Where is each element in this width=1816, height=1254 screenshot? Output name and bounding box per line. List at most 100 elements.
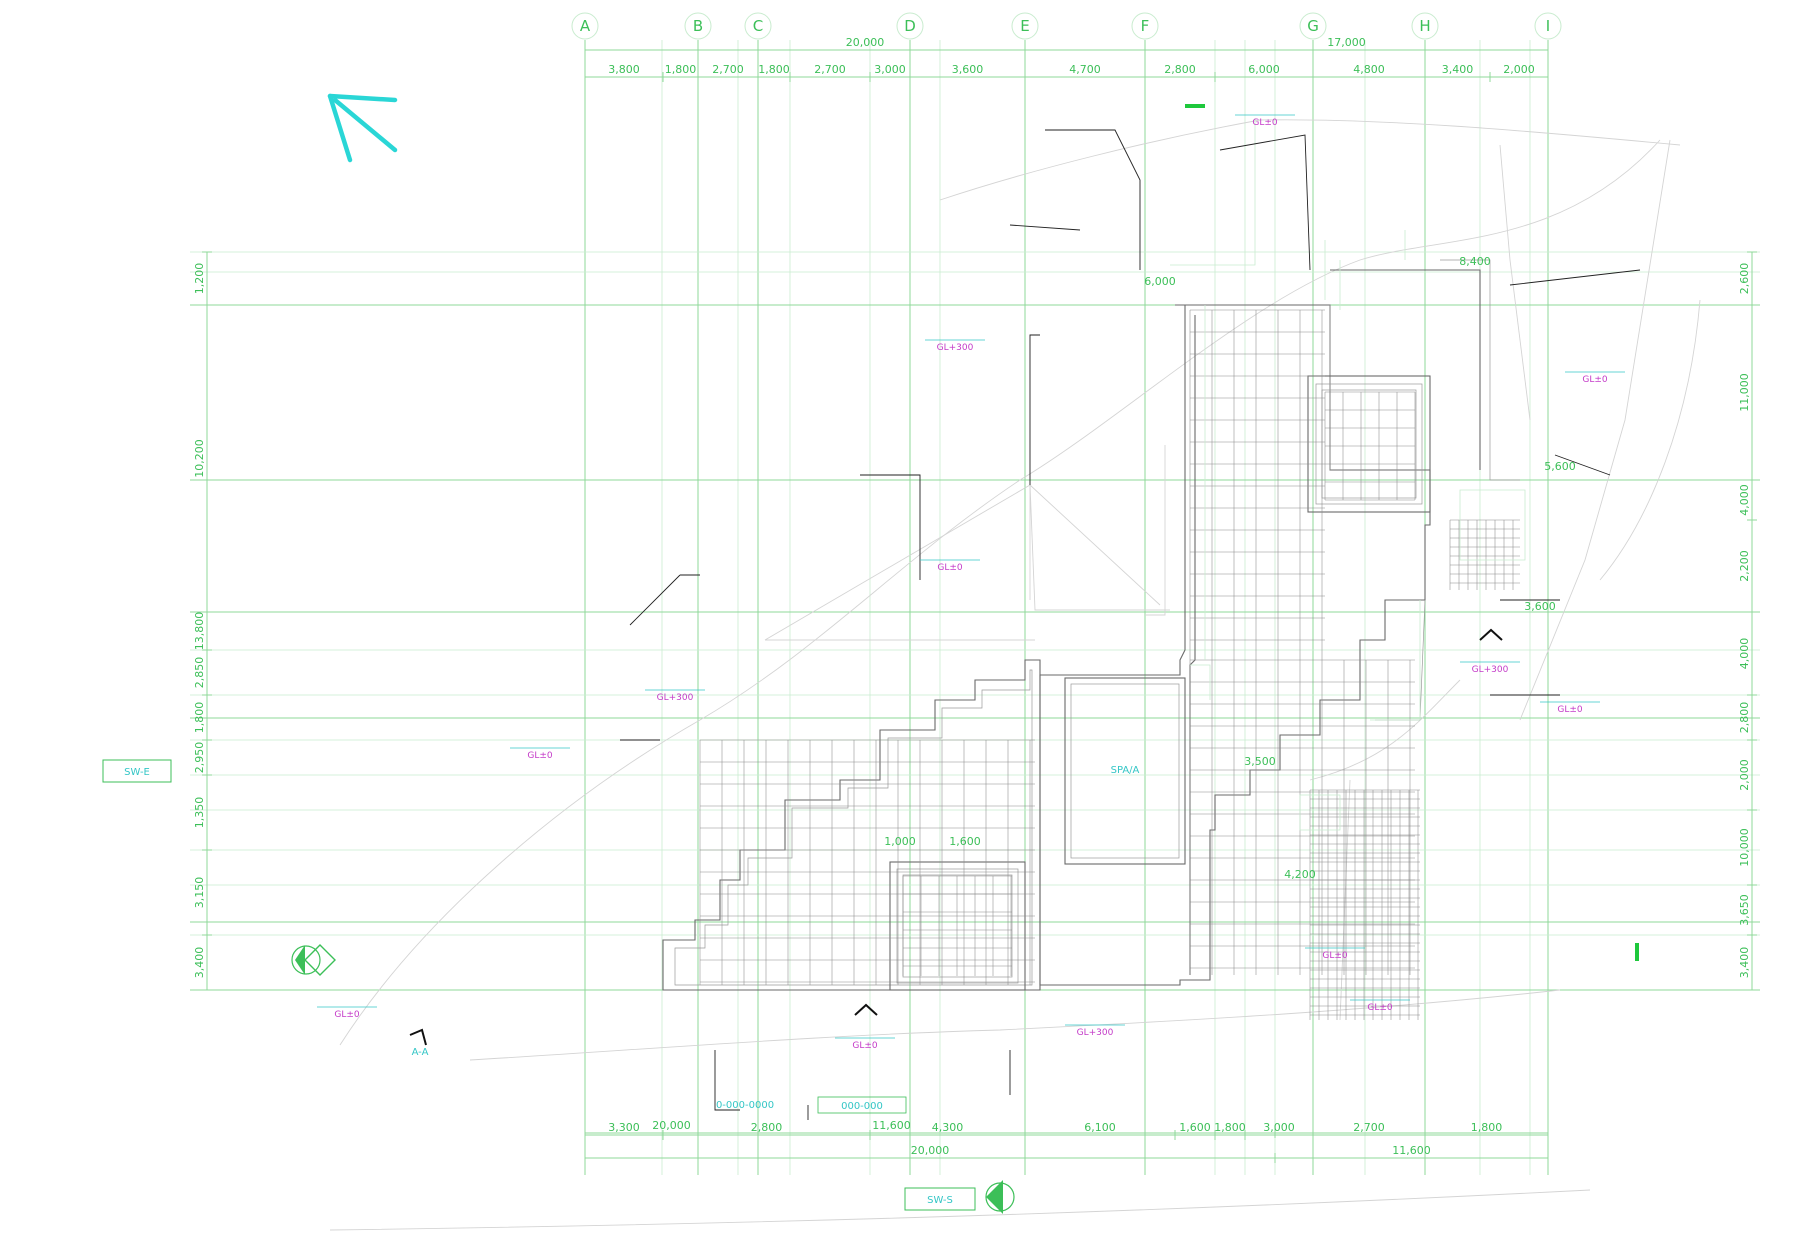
axis-label-E: E (1020, 17, 1029, 35)
marker-bars (1185, 104, 1639, 961)
dim-top-label: 3,000 (874, 63, 906, 76)
dim-left-label: 1,200 (193, 263, 206, 295)
svg-text:SPA/A: SPA/A (1111, 765, 1140, 776)
section-marker-left-icon (291, 944, 336, 976)
level-mark: GL±0 (527, 751, 553, 761)
bottom-elev-label: SW-S (904, 1187, 976, 1211)
level-mark: GL+300 (1077, 1028, 1114, 1038)
annotation-leaders (620, 129, 1641, 1120)
dim-bottom-total-label: 11,600 (1392, 1144, 1431, 1157)
inner-dimension: 1,000 (884, 835, 916, 848)
dim-top-total-label: 17,000 (1327, 36, 1366, 49)
dim-top-label: 6,000 (1248, 63, 1280, 76)
dim-bottom-label: 3,000 (1263, 1121, 1295, 1134)
level-mark: GL±0 (1367, 1003, 1393, 1013)
inner-dimension: 3,600 (1524, 600, 1556, 613)
dim-left-label: 3,400 (193, 947, 206, 979)
dim-left-label: 3,150 (193, 877, 206, 909)
inner-dimension: 1,600 (949, 835, 981, 848)
dim-top-label: 3,600 (952, 63, 984, 76)
axis-label-D: D (904, 17, 916, 35)
dim-left-label: 2,950 (193, 742, 206, 774)
dim-right-label: 2,200 (1738, 550, 1751, 582)
inner-dimension: 8,400 (1459, 255, 1491, 268)
dim-left-label: 2,850 (193, 657, 206, 689)
axis-bubble (896, 12, 924, 40)
level-mark: GL+300 (1472, 665, 1509, 675)
building-outline (662, 259, 1520, 991)
svg-text:SW-E: SW-E (124, 767, 150, 778)
dim-left-label: 13,800 (193, 612, 206, 651)
note-box: 000-000 0-000-0000 A-A (412, 1047, 907, 1114)
svg-text:000-000: 000-000 (841, 1101, 883, 1112)
axis-label-B: B (693, 17, 703, 35)
level-mark: GL±0 (852, 1041, 878, 1051)
view-marker-icon (409, 628, 1503, 1046)
dim-right-label: 3,650 (1738, 894, 1751, 926)
axis-bubble (684, 12, 712, 40)
axis-label-H: H (1419, 17, 1430, 35)
dim-bottom-total-label: 20,000 (911, 1144, 950, 1157)
dim-top-label: 4,700 (1069, 63, 1101, 76)
axis-label-C: C (753, 17, 763, 35)
level-mark: GL±0 (1582, 375, 1608, 385)
planter-edges (1170, 118, 1526, 831)
room-label: SPA/A (1111, 765, 1140, 776)
dim-top-total-label: 20,000 (846, 36, 885, 49)
level-mark: GL+300 (937, 343, 974, 353)
dim-top-label: 1,800 (665, 63, 697, 76)
axis-bubble (1299, 12, 1327, 40)
dim-right-label: 2,800 (1738, 702, 1751, 734)
dim-top-label: 1,800 (758, 63, 790, 76)
level-mark: GL+300 (657, 693, 694, 703)
dim-right-label: 11,000 (1738, 373, 1751, 412)
dim-bottom-label: 3,300 (608, 1121, 640, 1134)
dim-top-label: 3,400 (1442, 63, 1474, 76)
dim-bottom-total-hidden-label: 11,600 (872, 1119, 911, 1132)
deck-tile-grid (699, 309, 1520, 1020)
axis-bubble (1534, 12, 1562, 40)
dim-right-label: 4,000 (1738, 638, 1751, 670)
terrain-contours (329, 119, 1701, 1231)
dimension-lines: 20,000 17,000 3,800 1,800 2,700 1,800 2,700 3,0… (193, 36, 1757, 1163)
dim-right-label: 3,400 (1738, 947, 1751, 979)
axis-label-F: F (1141, 17, 1150, 35)
dim-bottom-label: 6,100 (1084, 1121, 1116, 1134)
dim-top-label: 2,700 (712, 63, 744, 76)
dim-top-label: 2,000 (1503, 63, 1535, 76)
axis-bubble (571, 12, 599, 40)
axis-label-G: G (1307, 17, 1319, 35)
svg-text:A-A: A-A (412, 1047, 429, 1058)
inner-dimension: 4,200 (1284, 868, 1316, 881)
dim-right-label: 4,000 (1738, 484, 1751, 516)
sw-elev-label: SW-E (102, 759, 172, 783)
dim-top-label: 3,800 (608, 63, 640, 76)
svg-text:0-000-0000: 0-000-0000 (716, 1100, 774, 1111)
dim-bottom-label: 2,800 (751, 1121, 783, 1134)
level-mark: GL±0 (937, 563, 963, 573)
dim-bottom-label: 1,800 (1471, 1121, 1503, 1134)
dim-left-label: 10,200 (193, 439, 206, 478)
axis-bubble (1011, 12, 1039, 40)
annotation-texts: GL±0GL+300GL±0GL+300GL±0GL±0GL+300GL±0GL… (317, 114, 1625, 1051)
dim-right-label: 2,000 (1738, 759, 1751, 791)
dim-top-label: 4,800 (1353, 63, 1385, 76)
dim-bottom-label: 2,700 (1353, 1121, 1385, 1134)
axis-bubble (744, 12, 772, 40)
dim-top-label: 2,700 (814, 63, 846, 76)
svg-text:SW-S: SW-S (927, 1195, 953, 1206)
dim-bottom-label: 1,600 (1179, 1121, 1211, 1134)
dim-left-label: 1,350 (193, 797, 206, 829)
axis-bubble (1411, 12, 1439, 40)
level-mark: GL±0 (1322, 951, 1348, 961)
inner-dimension: 5,600 (1544, 460, 1576, 473)
level-mark: GL±0 (1252, 118, 1278, 128)
dim-right-label: 10,000 (1738, 828, 1751, 867)
dim-left-label: 1,800 (193, 702, 206, 734)
level-mark: GL±0 (1557, 705, 1583, 715)
axis-label-A: A (580, 17, 591, 35)
axis-label-I: I (1546, 17, 1550, 35)
dim-right-label: 2,600 (1738, 263, 1751, 295)
dim-bottom-label: 1,800 (1214, 1121, 1246, 1134)
